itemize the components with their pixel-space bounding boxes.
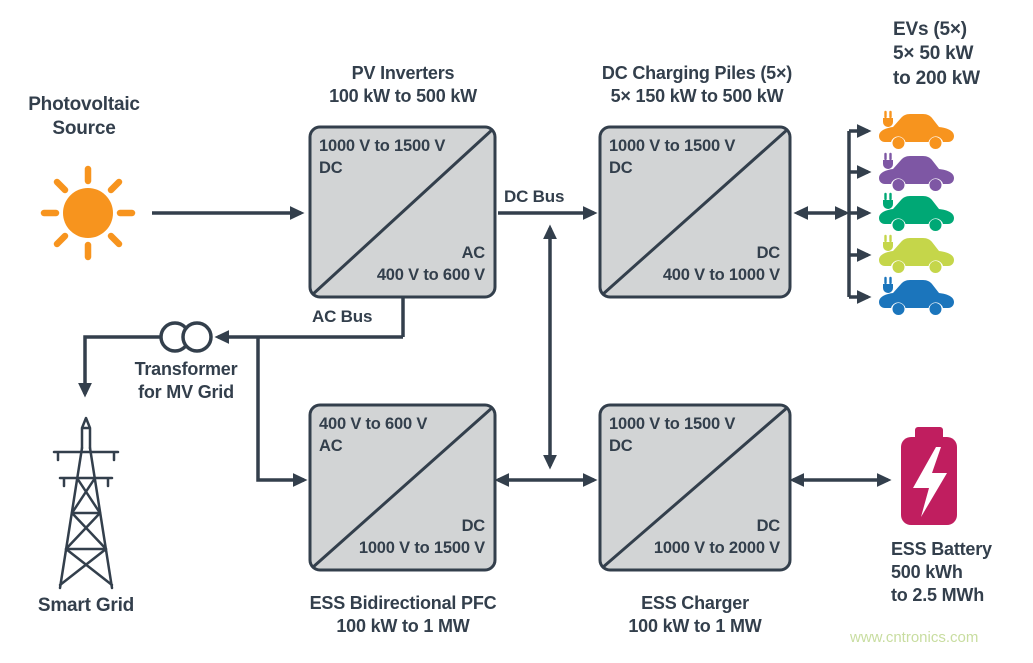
ev-car-icon-4	[877, 234, 956, 275]
dc-piles-box-bottom-rating: DC 400 V to 1000 V	[662, 244, 780, 284]
transformer-icon	[159, 321, 213, 353]
converter-boxes	[308, 125, 792, 572]
ev-car-icon-2	[877, 152, 956, 193]
transformer-label: Transformer for MV Grid	[134, 359, 238, 403]
pv-inverter-box-bottom-rating: AC 400 V to 600 V	[376, 244, 485, 284]
ev-icons	[877, 110, 956, 317]
ac-bus-label: AC Bus	[312, 307, 373, 326]
evs-label: EVs (5×) 5× 50 kW to 200 kW	[893, 19, 980, 89]
sun-icon	[40, 165, 136, 261]
pv-inverter-box-top-rating: 1000 V to 1500 V DC	[319, 137, 446, 177]
ess-charger-box-top-rating: 1000 V to 1500 V DC	[609, 415, 736, 455]
ev-car-icon-5	[877, 276, 956, 317]
converter-diagonal-lines	[310, 127, 789, 570]
connectors	[78, 124, 892, 487]
dc-bus-label: DC Bus	[504, 187, 565, 206]
pv-inverters-title: PV Inverters 100 kW to 500 kW	[329, 63, 477, 107]
dc-piles-box-top-rating: 1000 V to 1500 V DC	[609, 137, 736, 177]
dc-charging-piles-title: DC Charging Piles (5×) 5× 150 kW to 500 …	[601, 63, 793, 107]
ess-battery-label: ESS Battery 500 kWh to 2.5 MWh	[891, 539, 992, 606]
photovoltaic-source-label: Photovoltaic Source	[28, 94, 140, 140]
ev-car-icon-1	[877, 110, 956, 151]
ess-charger-box-bottom-rating: DC 1000 V to 2000 V	[653, 517, 780, 557]
smart-grid-label: Smart Grid	[37, 595, 135, 616]
battery-icon	[901, 427, 957, 525]
ev-car-icon-3	[877, 192, 956, 233]
smart-grid-tower-icon	[52, 416, 120, 590]
ess-pfc-box-bottom-rating: DC 1000 V to 1500 V	[358, 517, 485, 557]
ess-charger-title: ESS Charger 100 kW to 1 MW	[628, 593, 762, 637]
watermark-text: www.cntronics.com	[850, 629, 979, 646]
ess-bidirectional-pfc-title: ESS Bidirectional PFC 100 kW to 1 MW	[309, 593, 497, 637]
arrow-ac-bus-to-pfc	[256, 337, 308, 487]
arrow-to-smart-grid	[78, 335, 161, 398]
ess-pfc-box-top-rating: 400 V to 600 V AC	[319, 415, 428, 455]
